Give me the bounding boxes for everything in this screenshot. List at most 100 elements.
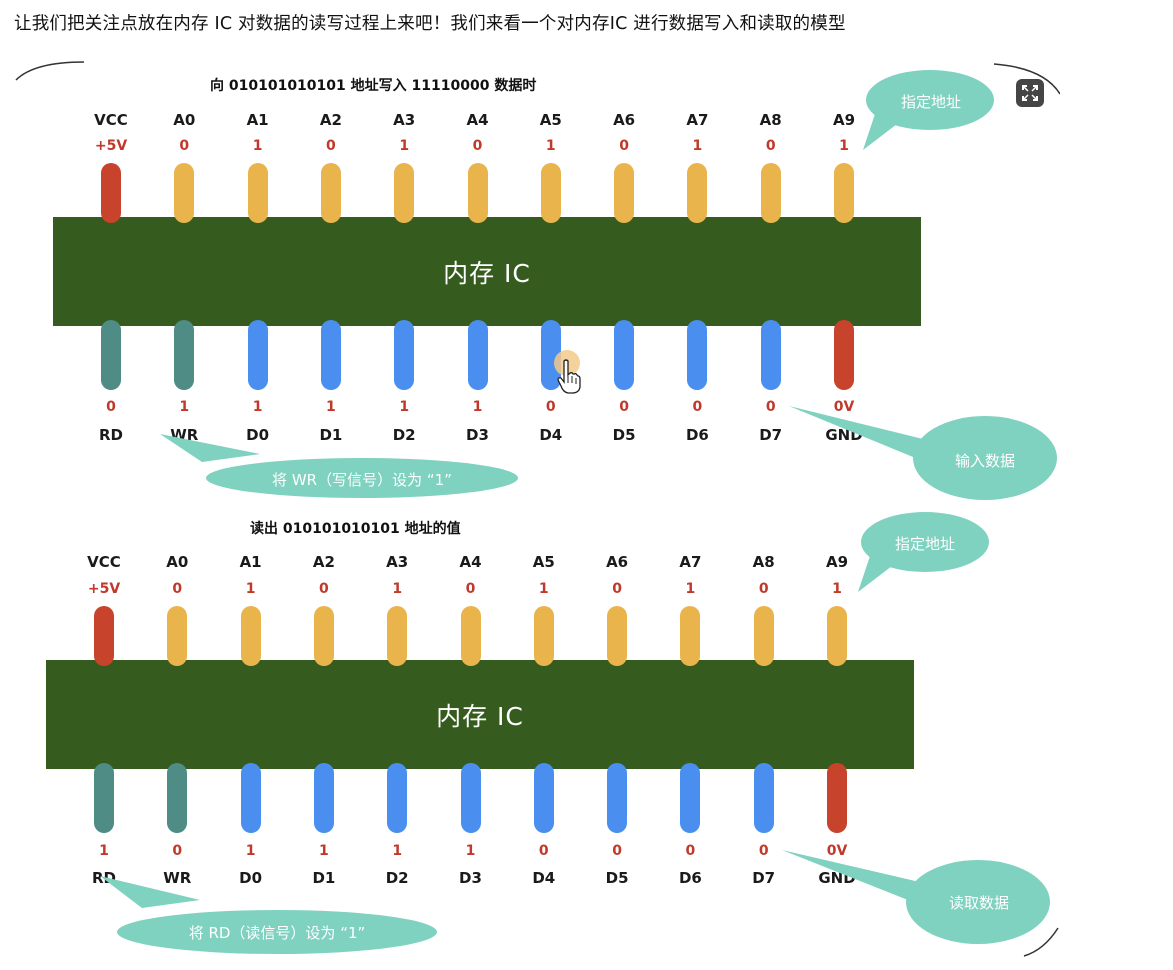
pin-rd — [101, 320, 121, 390]
data-callout-text: 输入数据 — [954, 452, 1015, 470]
pin-name-d2: D2 — [392, 426, 416, 444]
pin-a9 — [834, 163, 854, 223]
pin-value-wr: 1 — [179, 399, 190, 415]
pin-value-wr: 0 — [172, 843, 183, 859]
memory-ic-chip: 内存 IC — [46, 660, 914, 769]
address-callout-text: 指定地址 — [894, 535, 955, 553]
expand-button[interactable] — [1016, 79, 1044, 107]
pin-value-vcc: +5V — [94, 138, 128, 154]
pin-name-d6: D6 — [685, 426, 709, 444]
pin-name-d1: D1 — [312, 869, 336, 887]
pin-value-a7: 1 — [692, 138, 703, 154]
pin-wr — [174, 320, 195, 390]
pin-d0 — [247, 320, 268, 390]
pin-a7 — [680, 606, 701, 666]
pin-name-vcc: VCC — [87, 553, 121, 571]
pin-a7 — [687, 163, 708, 223]
address-callout-text: 指定地址 — [900, 93, 961, 111]
pin-vcc — [94, 606, 114, 666]
pin-a3 — [394, 163, 415, 223]
pin-name-d7: D7 — [759, 426, 783, 444]
pin-value-rd: 1 — [99, 843, 109, 859]
pin-name-a3: A3 — [393, 111, 416, 129]
control-callout-text: 将 WR（写信号）设为 “1” — [272, 471, 452, 489]
pin-name-a4: A4 — [466, 111, 489, 129]
pin-name-a8: A8 — [752, 553, 775, 571]
pin-value-d5: 0 — [619, 399, 629, 415]
pin-a1 — [247, 163, 268, 223]
pin-value-d6: 0 — [692, 399, 703, 415]
data-callout — [789, 406, 1057, 500]
pin-value-a4: 0 — [472, 138, 483, 154]
page-heading: 让我们把关注点放在内存 IC 对数据的读写过程上来吧！我们来看一个对内存IC 进… — [14, 14, 846, 34]
pin-d4 — [533, 763, 554, 833]
pin-d1 — [313, 763, 334, 833]
pin-name-vcc: VCC — [94, 111, 128, 129]
pin-d6 — [680, 763, 701, 833]
address-callout — [863, 70, 994, 150]
pin-d7 — [760, 320, 781, 390]
pin-name-a0: A0 — [166, 553, 189, 571]
pin-name-d7: D7 — [752, 869, 776, 887]
pin-d3 — [467, 320, 488, 390]
pin-a8 — [753, 606, 774, 666]
hand-pointer-icon — [557, 359, 581, 394]
pin-name-a7: A7 — [686, 111, 709, 129]
pin-value-d1: 1 — [319, 843, 329, 859]
pin-value-a8: 0 — [758, 581, 769, 597]
chip-label: 内存 IC — [443, 258, 531, 288]
pin-name-a1: A1 — [239, 553, 262, 571]
pin-name-d5: D5 — [612, 426, 636, 444]
pin-gnd — [834, 320, 854, 390]
pin-name-a9: A9 — [825, 553, 849, 571]
pin-d6 — [687, 320, 708, 390]
expand-icon — [1022, 85, 1038, 101]
pin-value-a1: 1 — [252, 138, 263, 154]
pin-value-vcc: +5V — [87, 581, 121, 597]
data-callout-text: 读取数据 — [948, 894, 1009, 912]
pin-name-a5: A5 — [539, 111, 562, 129]
pin-a5 — [540, 163, 561, 223]
pin-name-d5: D5 — [605, 869, 629, 887]
pin-d2 — [394, 320, 415, 390]
pin-value-gnd: 0V — [826, 843, 848, 859]
diagram-title: 读出 010101010101 地址的值 — [250, 521, 461, 537]
pin-d5 — [614, 320, 635, 390]
pin-vcc — [101, 163, 121, 223]
pin-d4 — [540, 320, 561, 390]
pin-name-a2: A2 — [319, 111, 342, 129]
pin-a1 — [240, 606, 261, 666]
frame-corners — [15, 61, 1060, 957]
pin-name-a5: A5 — [532, 553, 555, 571]
pin-value-d2: 1 — [392, 843, 403, 859]
pin-name-a2: A2 — [312, 553, 335, 571]
pin-name-d3: D3 — [459, 869, 482, 887]
pin-value-a2: 0 — [326, 138, 336, 154]
pin-value-d0: 1 — [245, 843, 256, 859]
pin-value-d7: 0 — [765, 399, 776, 415]
pin-name-d6: D6 — [678, 869, 702, 887]
pin-value-d5: 0 — [612, 843, 622, 859]
pin-value-d4: 0 — [538, 843, 549, 859]
pin-a0 — [174, 163, 195, 223]
pin-name-d0: D0 — [246, 426, 270, 444]
pin-value-d0: 1 — [252, 399, 263, 415]
control-callout-text: 将 RD（读信号）设为 “1” — [188, 924, 366, 942]
pin-name-d4: D4 — [532, 869, 556, 887]
pin-value-a7: 1 — [685, 581, 696, 597]
pin-name-a3: A3 — [386, 553, 409, 571]
pin-name-rd: RD — [98, 426, 123, 444]
pin-value-a8: 0 — [765, 138, 776, 154]
pin-value-d1: 1 — [326, 399, 336, 415]
pin-name-a8: A8 — [759, 111, 782, 129]
control-callout — [100, 876, 437, 954]
pin-value-a6: 0 — [612, 581, 622, 597]
pin-name-wr: WR — [163, 869, 192, 887]
pin-a6 — [614, 163, 635, 223]
diagram-title: 向 010101010101 地址写入 11110000 数据时 — [210, 78, 537, 94]
data-callout — [782, 850, 1050, 944]
pin-value-rd: 0 — [106, 399, 116, 415]
pin-name-a0: A0 — [173, 111, 196, 129]
pin-a4 — [460, 606, 481, 666]
pin-value-d3: 1 — [465, 843, 476, 859]
